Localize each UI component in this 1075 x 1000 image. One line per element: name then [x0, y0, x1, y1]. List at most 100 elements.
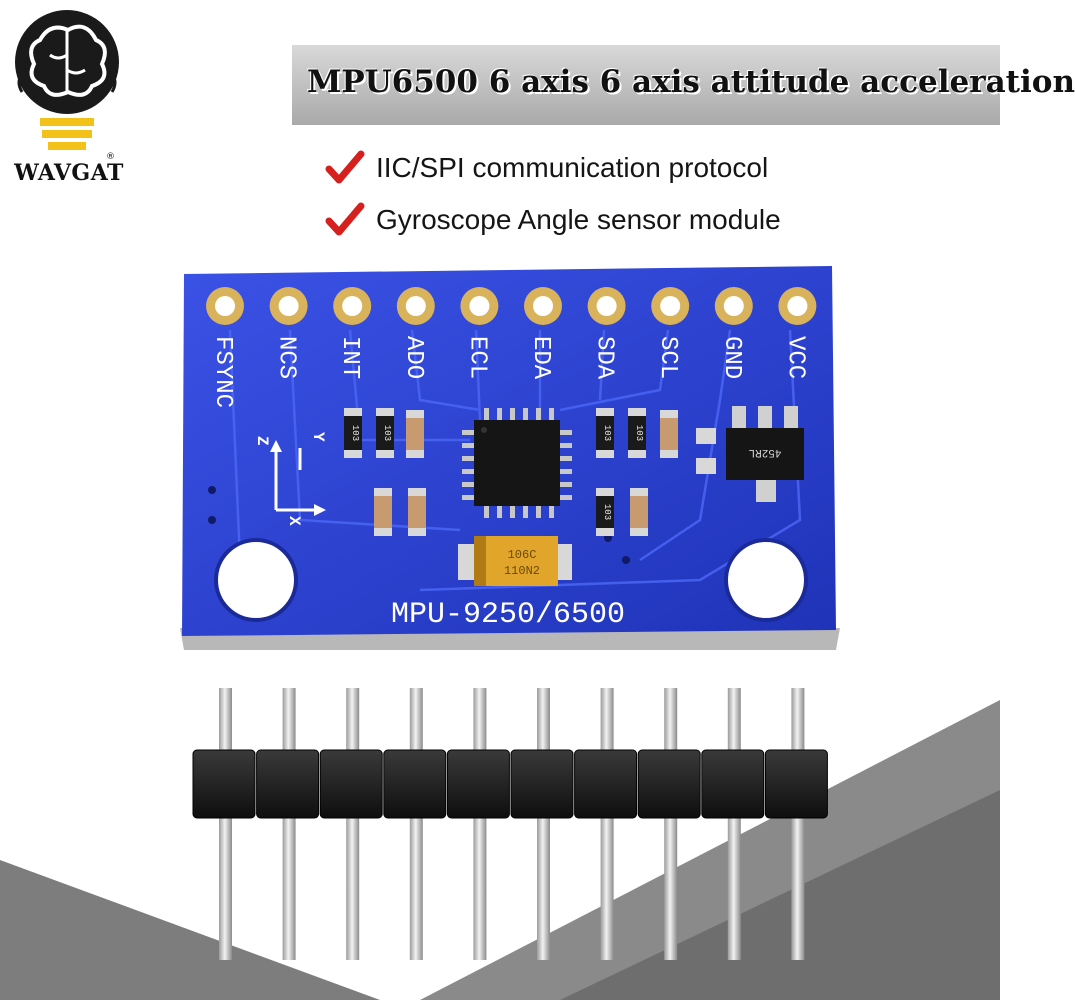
pin-label-ncs: NCS	[273, 336, 300, 379]
title-banner	[292, 45, 1000, 125]
resistor-label: 103	[382, 425, 392, 441]
header-pin-top	[282, 688, 296, 758]
smd-components: 103 103 103 103 103	[344, 408, 716, 536]
pin-label-ecl: ECL	[463, 336, 490, 379]
feature-item: IIC/SPI communication protocol	[325, 150, 769, 186]
header-pin-bottom	[473, 812, 487, 960]
ic-pin	[560, 482, 572, 487]
regulator-label: 452RL	[748, 446, 781, 458]
brand-name: WAVGAT	[14, 160, 124, 186]
header-pin-top	[600, 688, 614, 758]
ic-pin	[462, 456, 474, 461]
ic-pin	[536, 506, 541, 518]
header-plastic-block	[256, 749, 320, 819]
header-pin-bottom	[282, 812, 296, 960]
ic-pin	[560, 430, 572, 435]
header-pin-top	[791, 688, 805, 758]
lightbulb-brain-icon	[15, 10, 119, 150]
feature-item: Gyroscope Angle sensor module	[325, 202, 781, 238]
pin-pad-hole	[787, 296, 808, 316]
feature-text: IIC/SPI communication protocol	[376, 152, 769, 183]
pin-pad-hole	[278, 296, 299, 316]
header-pin-top	[727, 688, 741, 758]
checkmark-icon	[325, 202, 365, 236]
ic-pin	[462, 443, 474, 448]
header-pin-bottom	[537, 812, 550, 960]
model-label: MPU-9250/6500	[391, 598, 625, 632]
resistor-label: 103	[602, 504, 612, 520]
header-pin-top	[219, 688, 232, 758]
pin-pads	[206, 287, 817, 325]
ic-pin	[462, 495, 474, 500]
header-pin-bottom	[409, 812, 423, 960]
header-pin-top	[473, 688, 487, 758]
ic-pin	[549, 506, 554, 518]
checkmark-icon	[325, 150, 365, 184]
pin-label-vcc: VCC	[781, 336, 808, 379]
ic-pin	[549, 408, 554, 420]
voltage-regulator: 452RL	[726, 406, 804, 502]
pin-label-sda: SDA	[591, 336, 618, 380]
ic-pin	[462, 430, 474, 435]
ic-pin	[536, 408, 541, 420]
ic-pin	[560, 443, 572, 448]
ic-pin	[462, 469, 474, 474]
axis-z-label: Z	[253, 436, 271, 446]
header-pin-top	[664, 688, 678, 758]
ic-pin	[484, 408, 489, 420]
header-plastic-block	[574, 749, 638, 819]
ic-pin	[510, 408, 515, 420]
product-title: MPU6500 6 axis 6 axis attitude accelerat…	[307, 64, 1075, 100]
ic-pin	[484, 506, 489, 518]
resistor-label: 103	[350, 425, 360, 441]
pin-pad-hole	[723, 296, 744, 316]
pin-pad-hole	[469, 296, 490, 316]
brand-logo: WAVGAT ®	[0, 0, 140, 200]
ic-pin	[560, 456, 572, 461]
header-plastic-block	[446, 749, 510, 819]
registered-mark: ®	[106, 152, 115, 162]
ic-pin	[523, 506, 528, 518]
header-plastic-block	[764, 749, 828, 819]
pin-label-fsync: FSYNC	[209, 336, 236, 408]
axis-y-label: Y	[309, 432, 327, 442]
capacitor-label: 106C	[508, 548, 537, 562]
header-pin-bottom	[727, 812, 741, 960]
axis-x-label: X	[285, 516, 303, 526]
pin-pad-hole	[596, 296, 617, 316]
header-plastic-block	[510, 749, 574, 819]
tantalum-capacitor: 106C 110N2	[458, 536, 572, 586]
header-plastic-block	[192, 749, 256, 819]
resistor-label: 103	[602, 425, 612, 441]
ic-pin	[497, 506, 502, 518]
header-pin-bottom	[219, 812, 232, 960]
pin-pad-hole	[405, 296, 426, 316]
header-pin-bottom	[346, 812, 360, 960]
mounting-hole-right	[724, 538, 808, 622]
mpu-chip	[462, 408, 572, 518]
ic-pin	[497, 408, 502, 420]
pin-pad-hole	[342, 296, 363, 316]
header-pin-bottom	[791, 812, 805, 960]
header-pin-top	[346, 688, 360, 758]
pin-label-eda: EDA	[527, 336, 554, 380]
ic-pin	[560, 469, 572, 474]
capacitor-label: 110N2	[504, 564, 540, 578]
ic-pin	[462, 482, 474, 487]
header-plastic-block	[637, 749, 701, 819]
header-pin-top	[409, 688, 423, 758]
ic-pin	[560, 495, 572, 500]
pin-label-ado: ADO	[400, 336, 427, 379]
header-pin-top	[537, 688, 550, 758]
mounting-hole-left	[214, 538, 298, 622]
axis-diagram: Z Y X	[253, 432, 327, 526]
header-plastic-block	[319, 749, 383, 819]
header-pin-bottom	[600, 812, 614, 960]
pin-pad-hole	[533, 296, 553, 316]
ic-pin	[523, 408, 528, 420]
header-plastic-block	[383, 749, 447, 819]
header-pin-bottom	[664, 812, 678, 960]
header-plastic-block	[701, 749, 765, 819]
